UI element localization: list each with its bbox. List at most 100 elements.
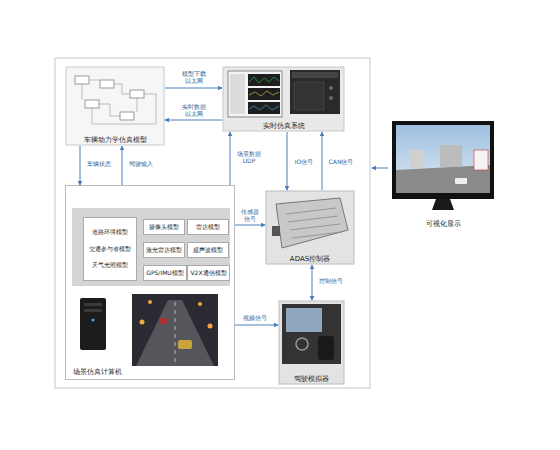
node-label: 天气光照模型	[92, 262, 128, 269]
sensor-model-box: 雷达模型	[187, 219, 229, 235]
monitor	[410, 150, 424, 168]
software-screenshot	[248, 88, 280, 100]
road-scene	[178, 340, 192, 349]
scene-computer-box: 场景仿真计算机 道路环境模型交通参与者模型天气光照模型 摄像头模型 雷达模型激光雷达模…	[65, 185, 235, 380]
realtime-rack	[292, 72, 338, 78]
software-screenshot	[230, 74, 245, 114]
ecu-unit	[266, 191, 354, 264]
software-screenshot	[248, 102, 280, 114]
edge-label: 驾驶输入	[126, 160, 156, 167]
monitor	[440, 145, 462, 167]
simulator-box: 驾驶模拟器	[278, 300, 345, 385]
schematic	[85, 100, 99, 108]
realtime-system-box: 实时仿真系统	[222, 66, 345, 132]
driving-simulator	[296, 338, 308, 350]
realtime-rack	[294, 82, 324, 110]
software-screenshot	[249, 91, 279, 96]
edge-label: 视频信号	[240, 314, 270, 321]
sensor-model-box: 激光雷达模型	[143, 242, 185, 258]
ecu-unit	[272, 226, 280, 236]
scene-panel	[72, 208, 230, 286]
software-screenshot	[223, 67, 344, 131]
node-label: 车辆动力学仿真模型	[84, 136, 147, 144]
model-box: 车辆动力学仿真模型	[65, 66, 165, 146]
schematic	[75, 76, 89, 84]
node-label: 摄像头模型	[149, 224, 179, 231]
schematic	[120, 112, 134, 120]
node-label: 交通参与者模型	[89, 246, 131, 253]
node-label: 驾驶模拟器	[294, 375, 329, 383]
road-scene	[140, 320, 145, 325]
node-label: 道路环境模型	[92, 229, 128, 236]
sensor-model-box: GPS/IMU模型	[143, 265, 187, 281]
edge-label: 传感器 信号	[239, 208, 261, 222]
controller-box: ADAS控制器	[265, 190, 355, 265]
connector	[165, 88, 222, 89]
connector	[322, 132, 323, 190]
road-scene	[132, 294, 218, 366]
edge-label: 控制信号	[316, 277, 346, 284]
software-screenshot	[228, 71, 282, 117]
connector	[122, 146, 123, 185]
ecu-unit	[276, 198, 348, 248]
monitor-box: 可视化显示	[390, 118, 496, 230]
monitor	[474, 150, 488, 170]
ecu-unit	[286, 208, 342, 238]
monitor	[455, 178, 467, 184]
node-label: 场景仿真计算机	[73, 368, 122, 376]
schematic	[92, 94, 156, 124]
schematic	[66, 67, 164, 145]
driving-simulator	[318, 336, 334, 360]
road-scene	[160, 318, 168, 324]
environment-model-box: 道路环境模型交通参与者模型天气光照模型	[83, 217, 137, 281]
computer-tower	[80, 298, 106, 350]
schematic	[130, 90, 144, 98]
road-scene	[148, 300, 152, 304]
connector	[235, 325, 278, 326]
road-scene	[175, 302, 176, 366]
software-screenshot	[249, 77, 279, 83]
road-scene	[198, 302, 202, 306]
connector	[165, 120, 222, 121]
monitor	[392, 121, 494, 210]
software-screenshot	[223, 67, 344, 131]
schematic	[66, 67, 164, 145]
monitor-arrow	[372, 168, 388, 169]
sensor-model-box: 摄像头模型	[143, 219, 185, 235]
realtime-rack	[329, 96, 333, 100]
node-label: V2X通信模型	[190, 270, 226, 277]
edge-label: IO信号	[291, 158, 317, 165]
node-label: 激光雷达模型	[146, 247, 182, 254]
realtime-rack	[290, 70, 340, 114]
schematic	[82, 80, 137, 116]
node-label: GPS/IMU模型	[146, 270, 183, 277]
ecu-unit	[266, 191, 354, 264]
connector	[287, 132, 288, 190]
node-label: 实时仿真系统	[263, 122, 305, 130]
road-scene	[132, 294, 218, 366]
node-label: 超声波模型	[193, 247, 223, 254]
road-scene	[208, 324, 213, 329]
sensor-model-box: 超声波模型	[187, 242, 229, 258]
road-scene	[136, 300, 214, 366]
driving-simulator	[279, 301, 344, 384]
computer-tower	[80, 298, 106, 350]
computer-tower	[92, 319, 95, 322]
realtime-rack	[329, 86, 333, 90]
node-label: 可视化显示	[426, 220, 461, 228]
connector	[235, 225, 265, 226]
connector	[312, 265, 313, 300]
monitor	[392, 121, 494, 199]
scene-panel	[72, 208, 230, 286]
sensor-model-box: V2X通信模型	[187, 265, 230, 281]
computer-tower	[84, 309, 102, 312]
edge-label: 模型下载 以太网	[180, 70, 208, 84]
realtime-rack	[290, 70, 340, 114]
driving-simulator	[282, 304, 341, 364]
computer-tower	[84, 303, 102, 306]
driving-simulator	[279, 301, 344, 384]
connector	[80, 146, 81, 185]
outer-panel	[55, 58, 370, 388]
